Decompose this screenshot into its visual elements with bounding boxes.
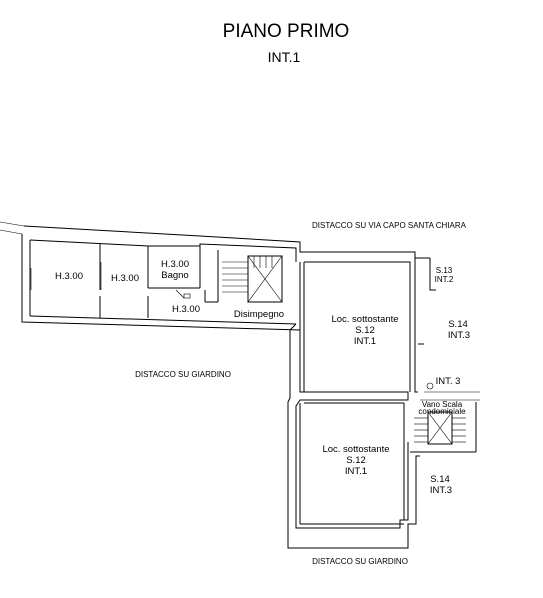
label-vano-scala: Vano Scala: [422, 400, 463, 409]
label-corridor-height: H.3.00: [172, 304, 200, 315]
label-distacco-via: DISTACCO SU VIA CAPO SANTA CHIARA: [312, 221, 467, 230]
label-room-1: H.3.00: [55, 271, 83, 282]
label-loc-lower-1: Loc. sottostante: [322, 444, 389, 455]
label-loc-upper-2: S.12: [355, 325, 375, 336]
label-distacco-giardino-left: DISTACCO SU GIARDINO: [135, 370, 231, 379]
label-s14a-int: INT.3: [448, 330, 470, 341]
stair-disimpegno: [222, 255, 283, 303]
label-loc-lower-2: S.12: [346, 455, 366, 466]
label-loc-upper-3: INT.1: [354, 336, 376, 347]
label-s14b-int: INT.3: [430, 485, 452, 496]
label-s14b: S.14: [430, 474, 450, 485]
label-s14a: S.14: [448, 319, 468, 330]
main-block-walls: [287, 258, 480, 549]
label-room-2: H.3.00: [111, 273, 139, 284]
label-s13-int: INT.2: [435, 275, 454, 284]
label-loc-upper-1: Loc. sottostante: [331, 314, 398, 325]
label-bagno: Bagno: [161, 270, 188, 281]
label-bagno-height: H.3.00: [161, 259, 189, 270]
boundary-lines: [0, 221, 25, 235]
stair-condominiale: [414, 382, 466, 445]
label-loc-lower-3: INT.1: [345, 466, 367, 477]
plan-subtitle: INT.1: [268, 49, 301, 65]
label-disimpegno: Disimpegno: [234, 309, 284, 320]
label-vano-condominiale: condominiale: [418, 407, 466, 416]
label-distacco-giardino-bottom: DISTACCO SU GIARDINO: [312, 557, 408, 566]
label-s13: S.13: [436, 266, 453, 275]
label-int3: INT. 3: [436, 376, 461, 387]
plan-title: PIANO PRIMO: [223, 21, 350, 42]
